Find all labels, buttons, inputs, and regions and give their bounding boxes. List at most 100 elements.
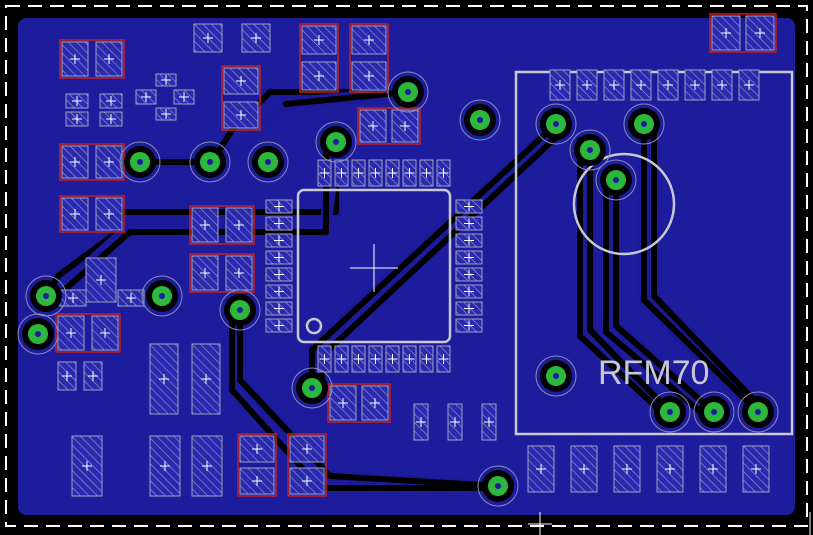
qfn-pin-bottom-6 — [419, 345, 434, 373]
rfm-pin-bottom-3 — [656, 445, 684, 493]
qfn-pin-top-3 — [368, 159, 383, 187]
qfn-pin-top-2 — [351, 159, 366, 187]
via-11 — [291, 367, 333, 409]
via-8 — [17, 313, 59, 355]
passive-r8-a — [239, 435, 275, 463]
via-3 — [315, 121, 357, 163]
rfm-pin-bottom-0 — [527, 445, 555, 493]
rfm-pin-top-5 — [684, 69, 706, 101]
crystal-pad-2 — [117, 289, 145, 307]
passive-r10-a — [711, 15, 741, 51]
rfm-pin-bottom-2 — [613, 445, 641, 493]
passive-c3-a — [61, 197, 89, 231]
pad-big-1 — [71, 435, 103, 497]
rfm-pin-bottom-5 — [742, 445, 770, 493]
qfn-pin-left-4 — [265, 267, 293, 282]
sm-pad-2 — [447, 403, 463, 441]
sot2-pad-3 — [155, 73, 177, 87]
board-frame — [5, 5, 808, 527]
via-10 — [219, 289, 261, 331]
passive-r3-a — [301, 25, 337, 55]
passive-r7-a — [329, 385, 357, 421]
passive-r3-b — [301, 61, 337, 91]
pad-big-3 — [191, 435, 223, 497]
pad-top-2 — [241, 23, 271, 53]
via-13 — [535, 103, 577, 145]
qfn-pin-left-2 — [265, 233, 293, 248]
passive-r7-b — [361, 385, 389, 421]
sot-pad-4 — [99, 111, 123, 127]
passive-r6-b — [391, 109, 419, 143]
qfn-pin-bottom-5 — [402, 345, 417, 373]
passive-c2-b — [95, 145, 123, 179]
sot-pad-3 — [99, 93, 123, 109]
rfm-pin-bottom-4 — [699, 445, 727, 493]
rfm-pin-top-1 — [576, 69, 598, 101]
qfn-pin-top-5 — [402, 159, 417, 187]
pad-big-2 — [149, 435, 181, 497]
passive-r9-b — [289, 467, 325, 495]
qfn-pin-bottom-3 — [368, 345, 383, 373]
qfn-pin-right-3 — [455, 250, 483, 265]
via-14 — [569, 129, 611, 171]
passive-c2-a — [61, 145, 89, 179]
qfn-pin-left-3 — [265, 250, 293, 265]
passive-r9-a — [289, 435, 325, 463]
passive-c3-b — [95, 197, 123, 231]
qfn-pin-top-6 — [419, 159, 434, 187]
qfn-pin-right-5 — [455, 284, 483, 299]
via-1 — [387, 71, 429, 113]
rfm-pin-top-7 — [738, 69, 760, 101]
via-17 — [535, 355, 577, 397]
qfn-pin-bottom-1 — [334, 345, 349, 373]
qfn-pin-right-7 — [455, 318, 483, 333]
pad-l2 — [83, 361, 103, 391]
sot2-pad-1 — [135, 89, 157, 105]
module-label: RFM70 — [598, 354, 709, 392]
passive-r8-b — [239, 467, 275, 495]
via-18 — [649, 391, 691, 433]
rfm-pin-top-4 — [657, 69, 679, 101]
qfn-pin-left-7 — [265, 318, 293, 333]
passive-c4-b — [91, 315, 119, 351]
via-15 — [595, 159, 637, 201]
via-20 — [737, 391, 779, 433]
qfn-pin-top-1 — [334, 159, 349, 187]
rfm-pin-top-2 — [603, 69, 625, 101]
qfn-pin-right-2 — [455, 233, 483, 248]
passive-r4-b — [351, 61, 387, 91]
via-4 — [119, 141, 161, 183]
sot2-pad-4 — [155, 107, 177, 121]
pad-top-1 — [193, 23, 223, 53]
passive-r5-b — [223, 101, 259, 129]
qfn-pin-left-5 — [265, 284, 293, 299]
via-7 — [25, 275, 67, 317]
via-5 — [189, 141, 231, 183]
qfn-pin-right-6 — [455, 301, 483, 316]
rfm-pin-top-3 — [630, 69, 652, 101]
qfn-pin-top-4 — [385, 159, 400, 187]
crystal-pad-3 — [59, 289, 87, 307]
rfm-pin-top-6 — [711, 69, 733, 101]
qfn-pin-bottom-2 — [351, 345, 366, 373]
passive-r2-a — [191, 255, 219, 291]
qfn-pin-top-7 — [436, 159, 451, 187]
qfn-pin-bottom-7 — [436, 345, 451, 373]
qfn-pin-right-1 — [455, 216, 483, 231]
passive-c4-a — [57, 315, 85, 351]
sot-pad-1 — [65, 93, 89, 109]
qfn-pin-bottom-0 — [317, 345, 332, 373]
passive-r1-a — [191, 207, 219, 243]
qfn-pin-bottom-4 — [385, 345, 400, 373]
rfm70-module: RFM70 — [514, 70, 794, 436]
rfm-pin-bottom-1 — [570, 445, 598, 493]
passive-r6-a — [359, 109, 387, 143]
qfn-pin-left-6 — [265, 301, 293, 316]
qfn-pin-right-4 — [455, 267, 483, 282]
vias — [17, 71, 779, 507]
passive-r5-a — [223, 67, 259, 95]
sm-pad-3 — [481, 403, 497, 441]
via-19 — [693, 391, 735, 433]
via-6 — [247, 141, 289, 183]
